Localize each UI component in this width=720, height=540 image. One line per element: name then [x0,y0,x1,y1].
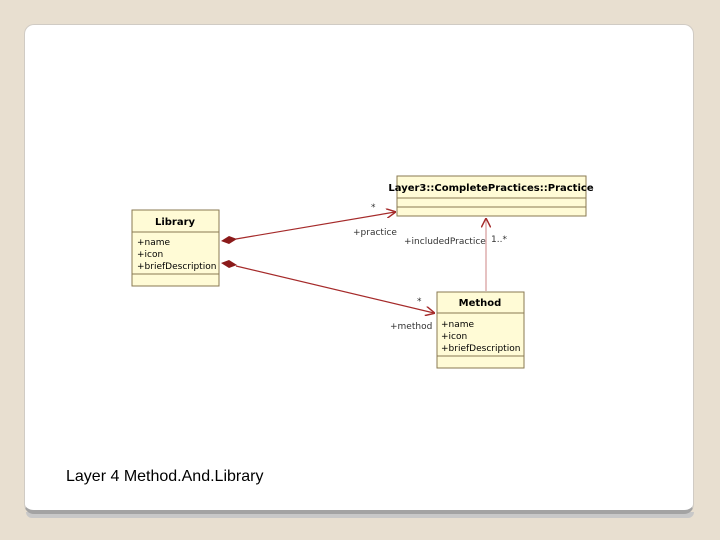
association-role: +includedPractice [404,237,486,247]
association-role: +method [390,322,432,332]
library-attribute: +name [137,238,171,248]
slide-shadow [26,512,694,518]
association-multiplicity: * [417,297,422,307]
method-attribute: +briefDescription [441,344,520,354]
association-method-practice: +includedPractice 1..* [404,219,507,291]
method-attribute: +icon [441,332,467,342]
association-role: +practice [353,228,397,238]
class-practice[interactable]: Layer3::CompletePractices::Practice [388,175,594,217]
class-library[interactable]: Library +name +icon +briefDescription [131,209,220,287]
association-library-practice: * +practice [221,203,397,244]
slide-caption: Layer 4 Method.And.Library [66,468,264,485]
library-attribute: +briefDescription [137,262,216,272]
class-library-name: Library [155,217,196,228]
class-method-name: Method [459,298,502,309]
association-library-method: * +method [221,260,434,332]
class-method[interactable]: Method +name +icon +briefDescription [436,291,525,369]
library-attribute: +icon [137,250,163,260]
association-multiplicity: 1..* [491,235,507,245]
method-attribute: +name [441,320,475,330]
class-practice-name: Layer3::CompletePractices::Practice [388,183,593,194]
association-multiplicity: * [371,203,376,213]
composition-diamond [221,260,237,268]
composition-diamond [221,236,237,244]
